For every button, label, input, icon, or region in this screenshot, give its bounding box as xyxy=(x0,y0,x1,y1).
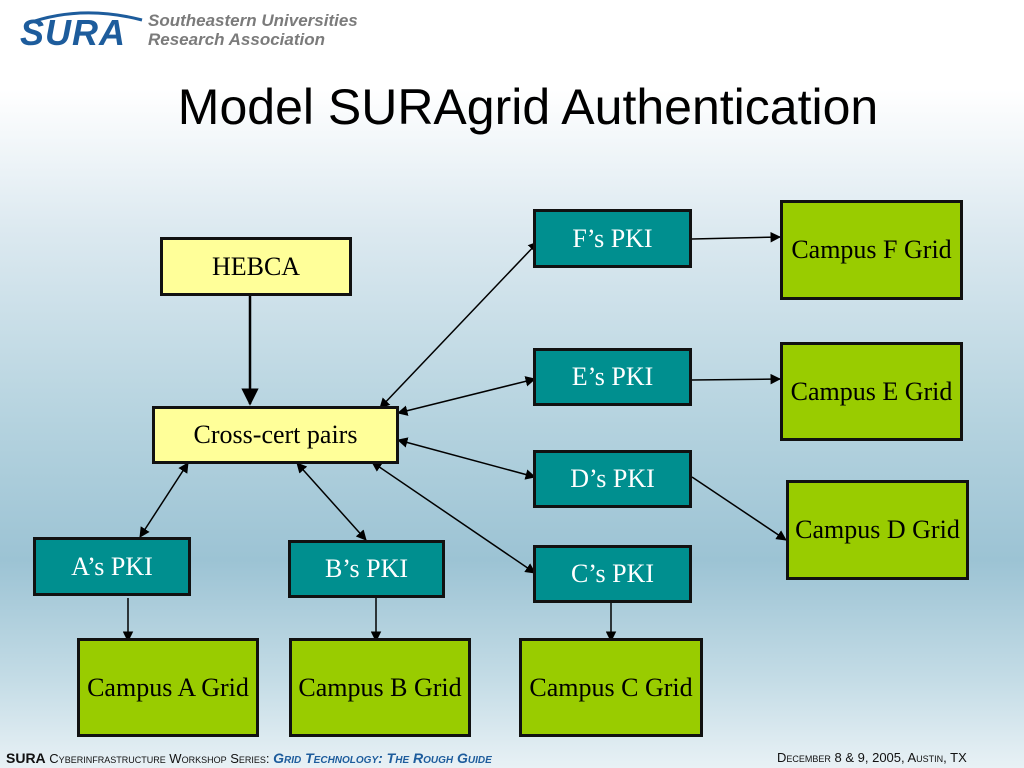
footer-date-place: December 8 & 9, 2005, Austin, TX xyxy=(777,750,967,765)
logo-line-1: Southeastern Universities xyxy=(148,11,358,30)
slide-title: Model SURAgrid Authentication xyxy=(177,79,879,135)
a-pki-box: A’s PKI xyxy=(33,537,191,596)
link-crosscert-fpki xyxy=(379,241,539,409)
hebca-box: HEBCA xyxy=(160,237,352,296)
footer-series-label: Cyberinfrastructure Workshop Series: xyxy=(49,751,270,766)
footer-series-title: Grid Technology: The Rough Guide xyxy=(273,750,492,766)
campus-f-grid-box: Campus F Grid xyxy=(780,200,963,300)
link-epki-campuse xyxy=(691,373,782,385)
campus-e-grid-box: Campus E Grid xyxy=(780,342,963,441)
campus-b-grid-box: Campus B Grid xyxy=(289,638,471,737)
slide-footer: SURA Cyberinfrastructure Workshop Series… xyxy=(0,742,1024,768)
d-pki-box: D’s PKI xyxy=(533,450,692,508)
b-pki-box: B’s PKI xyxy=(288,540,445,598)
campus-c-grid-box: Campus C Grid xyxy=(519,638,703,737)
link-fpki-campusf xyxy=(691,231,782,243)
link-crosscert-bpki xyxy=(296,462,367,541)
e-pki-box: E’s PKI xyxy=(533,348,692,406)
footer-brand: SURA xyxy=(6,750,46,766)
link-crosscert-dpki xyxy=(396,437,537,480)
c-pki-box: C’s PKI xyxy=(533,545,692,603)
campus-d-grid-box: Campus D Grid xyxy=(786,480,969,580)
footer-series: SURA Cyberinfrastructure Workshop Series… xyxy=(6,750,492,766)
link-crosscert-apki xyxy=(139,462,189,538)
campus-a-grid-box: Campus A Grid xyxy=(77,638,259,737)
link-crosscert-cpki xyxy=(371,461,536,574)
sura-logo: SURA Southeastern Universities Research … xyxy=(20,10,370,53)
f-pki-box: F’s PKI xyxy=(533,209,692,268)
sura-swoosh-icon xyxy=(25,11,143,26)
logo-line-2: Research Association xyxy=(148,30,325,49)
link-crosscert-epki xyxy=(396,376,537,416)
link-dpki-campusd xyxy=(691,476,787,541)
logo-mark: SURA xyxy=(20,12,127,53)
cross-cert-pairs-box: Cross-cert pairs xyxy=(152,406,399,464)
